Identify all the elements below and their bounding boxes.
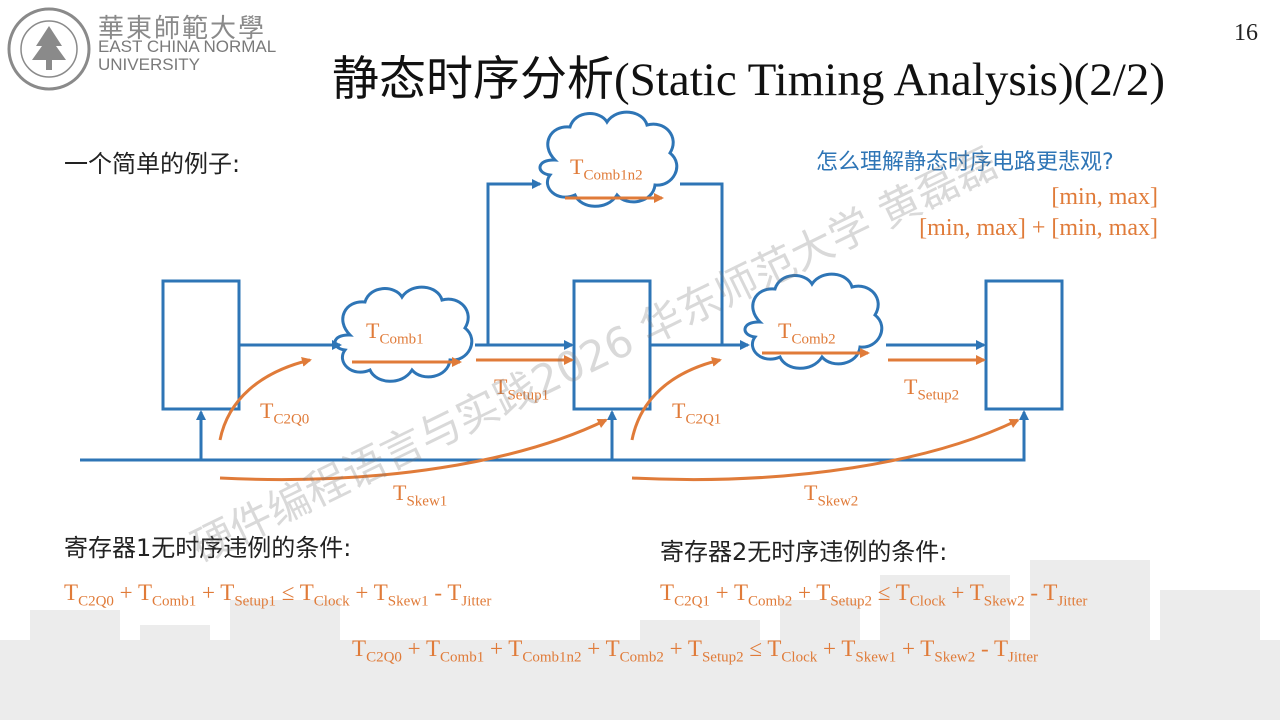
equation-combined-path: TC2Q0 + TComb1 + TComb1n2 + TComb2 + TSe… [352,636,1038,667]
pessimism-question: 怎么理解静态时序电路更悲观? [816,150,1114,175]
page-number: 16 [1234,20,1258,46]
logo-english-line2: UNIVERSITY [98,55,201,74]
comb2-cloud [743,272,884,370]
equation-term: TJitter [447,580,492,610]
label-comb2: TComb2 [778,318,836,348]
skew1-arrow [219,418,608,481]
register-2 [984,279,1064,411]
equation-operator: + [484,636,509,661]
logo-english-line1: EAST CHINA NORMAL [98,37,277,56]
equation-reg1: TC2Q0 + TComb1 + TSetup1 ≤ TClock + TSke… [64,580,491,611]
equation-term: TClock [299,580,350,610]
university-seal-logo [7,7,91,91]
equation-term: TComb1 [137,580,197,610]
equation-operator: + [196,580,221,605]
label-c2q1: TC2Q1 [672,398,722,428]
equation-operator: ≤ [276,580,300,605]
range-sum: [min, max] + [min, max] [919,215,1158,241]
equation-term: TSkew1 [373,580,429,610]
equation-term: TClock [895,580,946,610]
equation-reg2: TC2Q1 + TComb2 + TSetup2 ≤ TClock + TSke… [660,580,1087,611]
equation-operator: + [581,636,606,661]
clock-line [80,410,1029,462]
equation-operator: + [945,580,970,605]
equation-operator: + [792,580,817,605]
label-setup2: TSetup2 [904,374,960,404]
equation-term: TClock [767,636,818,666]
skew2-arrow [631,418,1020,481]
equation-operator: + [709,580,734,605]
label-skew1: TSkew1 [393,480,448,510]
register-0 [161,279,241,411]
reg1-condition-label: 寄存器1无时序违例的条件: [64,534,352,562]
equation-operator: + [349,580,374,605]
range-single: [min, max] [1051,184,1158,210]
equation-term: TSkew2 [920,636,976,666]
equation-term: TComb2 [733,580,793,610]
equation-term: TC2Q0 [352,636,402,666]
equation-operator: - [428,580,448,605]
equation-term: TSetup2 [687,636,744,666]
equation-term: TJitter [1043,580,1088,610]
equation-operator: ≤ [872,580,896,605]
equation-term: TSetup2 [816,580,873,610]
label-setup1: TSetup1 [494,374,550,404]
equation-term: TC2Q0 [64,580,114,610]
label-comb1n2: TComb1n2 [570,154,643,184]
label-comb1: TComb1 [366,318,424,348]
equation-operator: + [663,636,688,661]
logo-chinese-name: 華東師範大學 [98,14,267,44]
comb1-to-comb1n2-wire [486,179,542,345]
equation-term: TComb2 [605,636,664,666]
comb1-cloud [333,285,474,383]
label-c2q0: TC2Q0 [260,398,310,428]
equation-term: TC2Q1 [660,580,710,610]
slide-title: 静态时序分析(Static Timing Analysis)(2/2) [332,54,1165,106]
equation-term: TJitter [993,636,1039,666]
c2q0-arrow [218,357,312,441]
equation-operator: + [401,636,426,661]
equation-term: TSkew2 [969,580,1025,610]
equation-operator: + [817,636,842,661]
equation-term: TComb1n2 [508,636,582,666]
equation-operator: - [1024,580,1044,605]
equation-term: TSetup1 [220,580,277,610]
example-label: 一个简单的例子: [64,150,241,178]
label-skew2: TSkew2 [804,480,859,510]
comb1n2-cloud [538,110,679,208]
equation-term: TSkew1 [841,636,897,666]
equation-term: TComb1 [425,636,485,666]
c2q1-arrow [630,357,722,441]
logo-english-name: EAST CHINA NORMAL UNIVERSITY [98,38,276,74]
equation-operator: + [113,580,138,605]
equation-operator: + [896,636,921,661]
equation-operator: - [975,636,994,661]
reg2-condition-label: 寄存器2无时序违例的条件: [660,538,948,566]
equation-operator: ≤ [743,636,768,661]
